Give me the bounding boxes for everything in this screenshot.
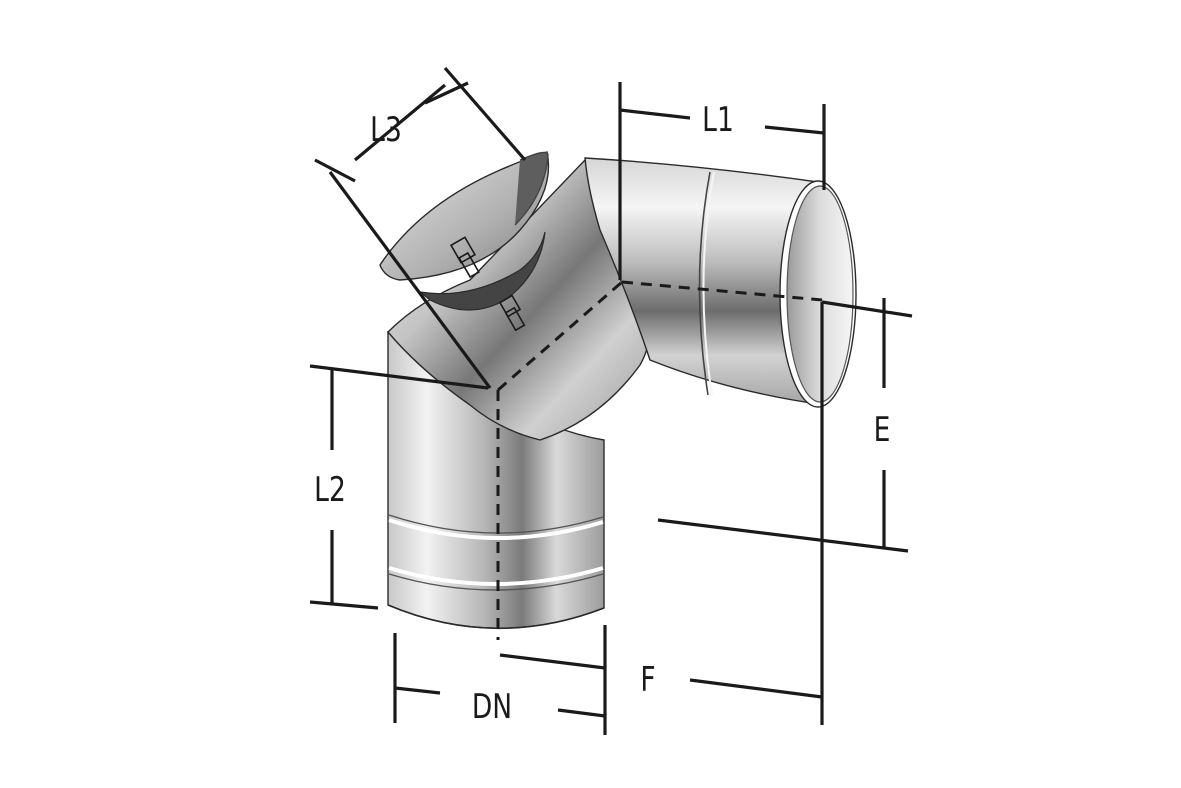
label-l1: L1 bbox=[702, 100, 734, 140]
dim-e-ext-bottom bbox=[657, 518, 909, 553]
dim-e-ext-top bbox=[821, 300, 913, 318]
vertical-leg-band-edge-1 bbox=[388, 514, 604, 534]
dim-f-line-left bbox=[499, 653, 606, 670]
cap-clip-icon bbox=[449, 236, 477, 264]
vertical-leg-bottom-edge bbox=[387, 604, 605, 630]
dim-f-line-right bbox=[689, 678, 823, 699]
dim-l3-ext-bottom bbox=[314, 158, 356, 183]
dim-l3-line-edge bbox=[353, 83, 447, 162]
label-l2: L2 bbox=[314, 470, 346, 510]
centerline-horizontal bbox=[621, 280, 823, 302]
cap-clip-tab-icon bbox=[458, 251, 480, 279]
dim-l1-line-right bbox=[764, 125, 825, 135]
dim-l3-line-bottom bbox=[328, 171, 492, 389]
pipe-opening-inner bbox=[786, 185, 854, 403]
inspection-opening bbox=[417, 231, 546, 311]
label-e: E bbox=[873, 410, 891, 450]
inspection-cap bbox=[379, 151, 550, 281]
body-clip-tab-icon bbox=[504, 306, 526, 332]
vertical-leg-band-edge-2 bbox=[388, 573, 604, 591]
body-clip-icon bbox=[498, 294, 522, 318]
label-f: F bbox=[640, 660, 656, 700]
dimension-lines bbox=[309, 66, 913, 735]
elbow-pipe bbox=[379, 151, 857, 630]
horizontal-segment bbox=[584, 157, 826, 406]
label-dn: DN bbox=[471, 687, 513, 727]
inspection-cap-rim bbox=[514, 151, 549, 226]
label-l3: L3 bbox=[370, 110, 402, 150]
horizontal-seam-highlight bbox=[702, 171, 715, 396]
dim-l2-ext-top bbox=[309, 364, 489, 390]
dim-l1-line-left bbox=[619, 108, 691, 120]
dim-dn-line-left bbox=[394, 686, 441, 695]
vertical-leg-band-2 bbox=[388, 566, 604, 586]
centerline-diagonal bbox=[497, 280, 623, 392]
horizontal-seam bbox=[698, 171, 711, 396]
vertical-leg-band-1 bbox=[388, 518, 604, 540]
dim-l3-line-top bbox=[443, 66, 527, 162]
dim-l2-ext-bottom bbox=[309, 600, 379, 610]
center-lines bbox=[496, 280, 823, 640]
diagonal-segment bbox=[387, 158, 651, 441]
dim-dn-line-right bbox=[557, 708, 606, 718]
